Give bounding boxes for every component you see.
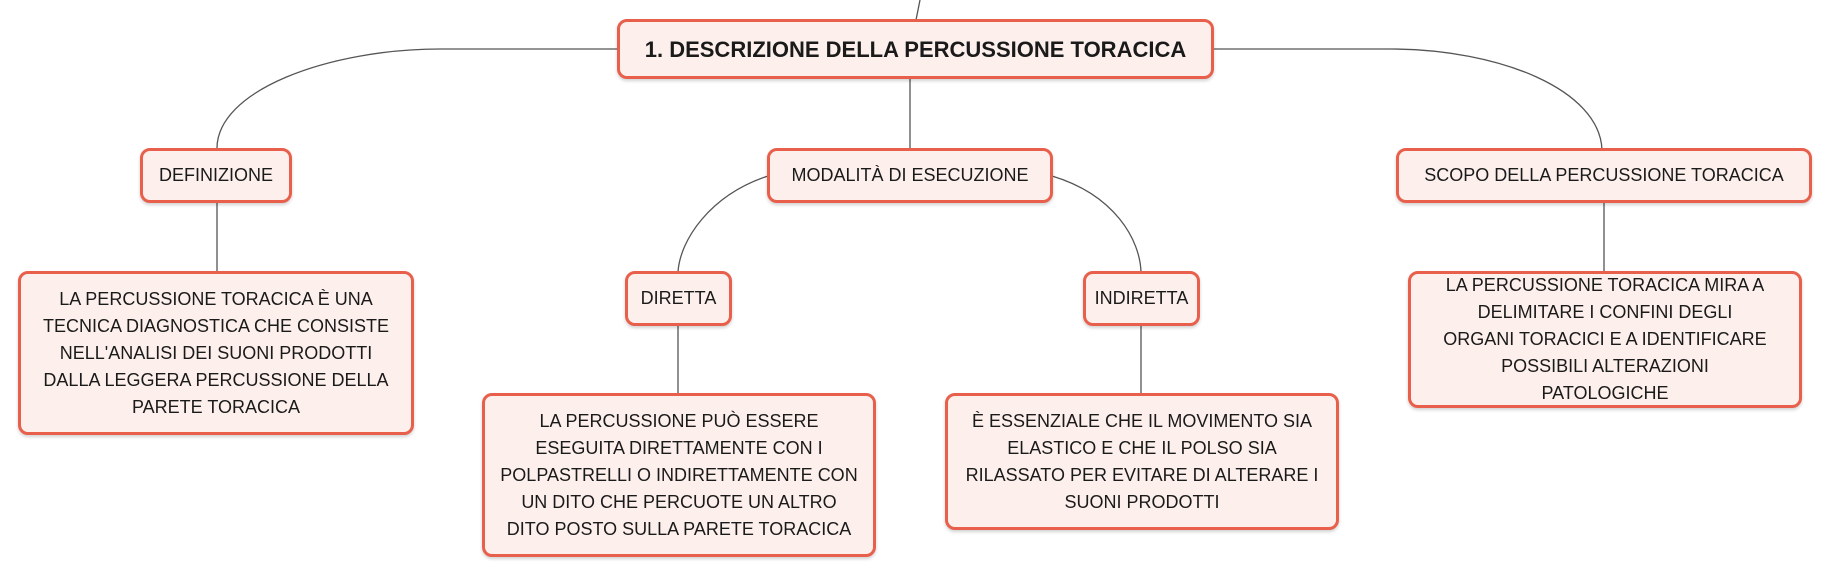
connector-modalita-to-indiretta <box>1051 175 1142 273</box>
connector-parent-to-root <box>915 0 921 21</box>
root-node[interactable]: 1. DESCRIZIONE DELLA PERCUSSIONE TORACIC… <box>617 19 1214 79</box>
definizione-text: LA PERCUSSIONE TORACICA È UNA TECNICA DI… <box>42 288 390 417</box>
indiretta-label: INDIRETTA <box>1094 288 1189 308</box>
indiretta-text-node[interactable]: È ESSENZIALE CHE IL MOVIMENTO SIA ELASTI… <box>945 393 1339 530</box>
diretta-node[interactable]: DIRETTA <box>625 271 732 326</box>
scopo-text: LA PERCUSSIONE TORACICA MIRA A DELIMITAR… <box>1443 275 1767 403</box>
root-label: 1. DESCRIZIONE DELLA PERCUSSIONE TORACIC… <box>644 36 1187 62</box>
diretta-label: DIRETTA <box>640 288 717 308</box>
indiretta-node[interactable]: INDIRETTA <box>1083 271 1200 326</box>
modalita-node[interactable]: MODALITÀ DI ESECUZIONE <box>767 148 1053 203</box>
scopo-text-node[interactable]: LA PERCUSSIONE TORACICA MIRA A DELIMITAR… <box>1408 271 1802 408</box>
connector-modalita-to-diretta <box>677 175 769 273</box>
definizione-node[interactable]: DEFINIZIONE <box>140 148 292 203</box>
connector-root-to-scopo <box>1214 48 1603 151</box>
diretta-text: LA PERCUSSIONE PUÒ ESSERE ESEGUITA DIRET… <box>500 410 858 539</box>
definizione-text-node[interactable]: LA PERCUSSIONE TORACICA È UNA TECNICA DI… <box>18 271 414 435</box>
modalita-label: MODALITÀ DI ESECUZIONE <box>791 165 1029 185</box>
diretta-text-node[interactable]: LA PERCUSSIONE PUÒ ESSERE ESEGUITA DIRET… <box>482 393 876 557</box>
scopo-node[interactable]: SCOPO DELLA PERCUSSIONE TORACICA <box>1396 148 1812 203</box>
scopo-label: SCOPO DELLA PERCUSSIONE TORACICA <box>1424 165 1784 185</box>
indiretta-text: È ESSENZIALE CHE IL MOVIMENTO SIA ELASTI… <box>965 410 1319 512</box>
definizione-label: DEFINIZIONE <box>158 165 273 185</box>
connector-root-to-definizione <box>216 48 620 151</box>
